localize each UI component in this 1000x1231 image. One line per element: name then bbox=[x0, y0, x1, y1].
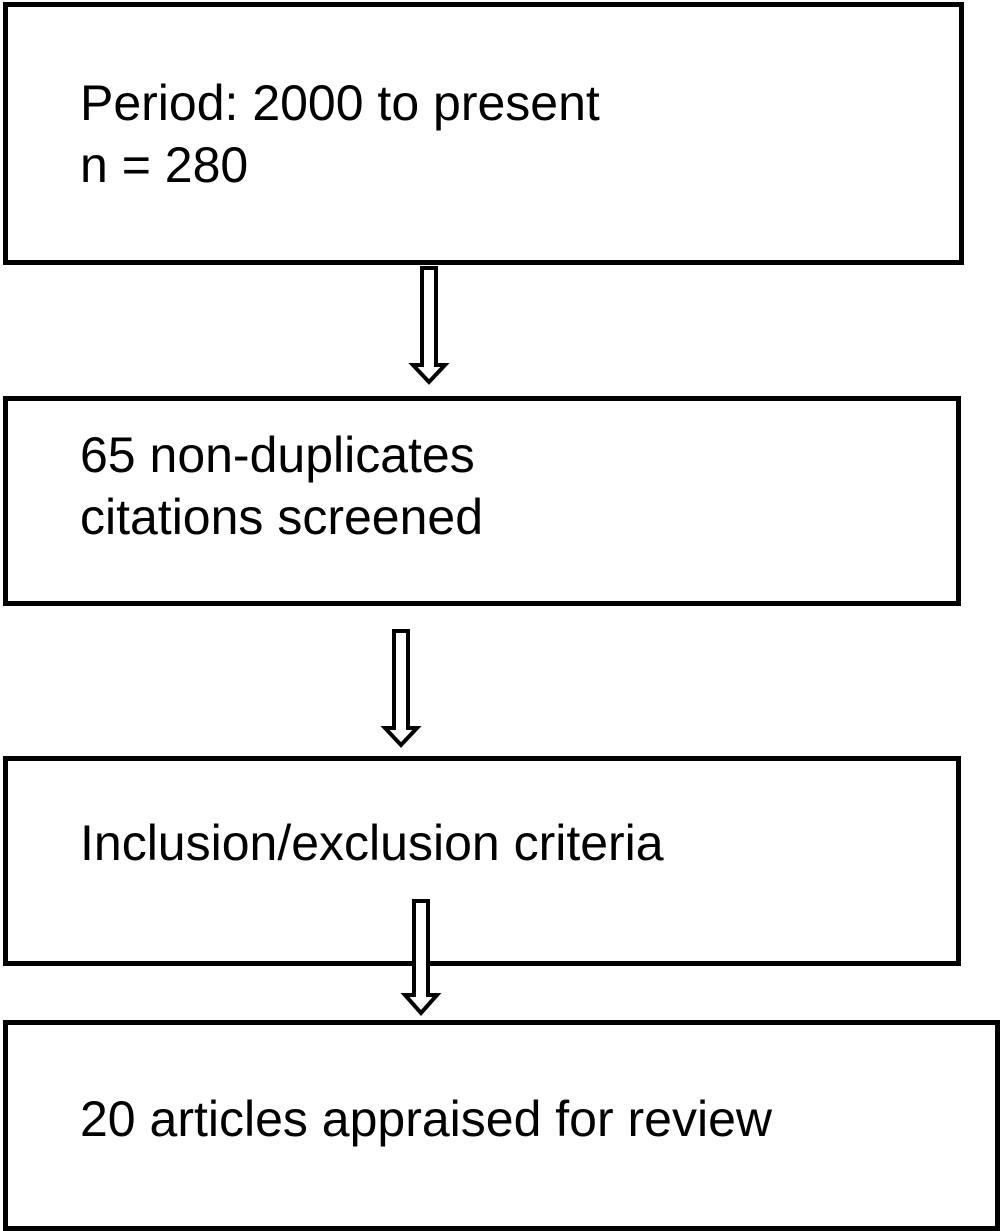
step-text-criteria: Inclusion/exclusion criteria bbox=[80, 812, 664, 874]
step-line: 65 non-duplicates bbox=[80, 427, 475, 483]
step-line: Period: 2000 to present bbox=[80, 75, 600, 131]
down-arrow-icon bbox=[400, 899, 442, 1017]
step-box-appraised: 20 articles appraised for review bbox=[3, 1020, 1000, 1231]
step-box-criteria: Inclusion/exclusion criteria bbox=[3, 756, 961, 966]
step-box-screening: 65 non-duplicates citations screened bbox=[3, 396, 961, 606]
step-text-period: Period: 2000 to present n = 280 bbox=[80, 72, 600, 196]
step-line: n = 280 bbox=[80, 137, 249, 193]
step-line: Inclusion/exclusion criteria bbox=[80, 815, 664, 871]
step-box-period: Period: 2000 to present n = 280 bbox=[3, 2, 964, 265]
step-line: 20 articles appraised for review bbox=[80, 1091, 772, 1147]
down-arrow-icon bbox=[380, 629, 422, 748]
step-text-screening: 65 non-duplicates citations screened bbox=[80, 424, 483, 548]
step-text-appraised: 20 articles appraised for review bbox=[80, 1088, 772, 1150]
step-line: citations screened bbox=[80, 489, 484, 545]
down-arrow-icon bbox=[408, 266, 450, 385]
